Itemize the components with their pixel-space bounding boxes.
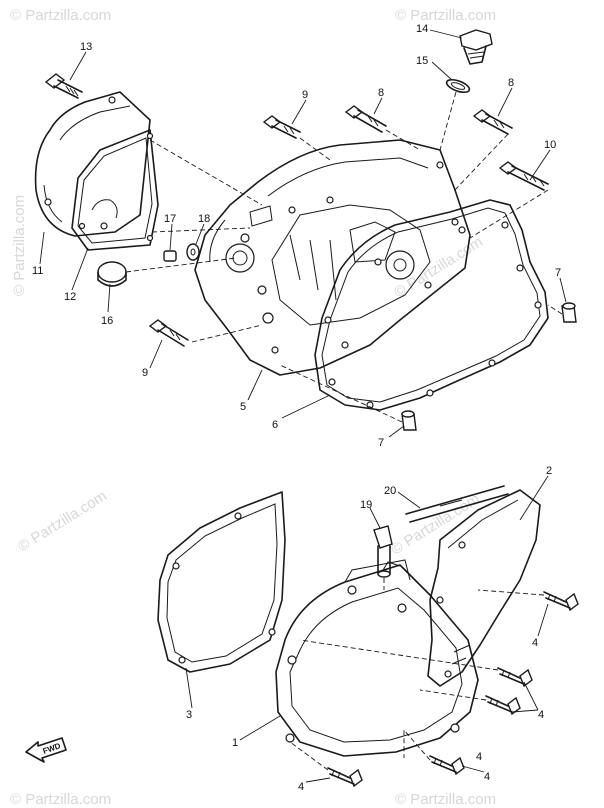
part-7-dowel-pin [401, 410, 417, 431]
part-15-o-ring [445, 78, 471, 94]
callout-labels: 13 14 15 8 8 9 10 7 7 6 5 9 16 12 11 17 … [32, 23, 561, 793]
part-16-cap [97, 261, 127, 287]
callout-label: 9 [142, 367, 148, 379]
callout-label: 4 [538, 709, 544, 721]
callout-label: 17 [164, 213, 176, 225]
part-3-gasket [157, 491, 286, 673]
callout-label: 13 [80, 41, 92, 53]
part-13-bolt [44, 73, 83, 99]
callout-label: 4 [484, 771, 490, 783]
part-18-washer [186, 243, 200, 261]
callout-label: 11 [32, 265, 43, 277]
callout-label: 12 [64, 291, 76, 303]
watermark: © Partzilla.com [10, 791, 111, 808]
part-19-fitting [373, 525, 393, 578]
callout-label: 4 [298, 781, 304, 793]
part-17-nut [163, 250, 177, 262]
watermark: © Partzilla.com [10, 7, 111, 24]
watermark: © Partzilla.com [388, 490, 483, 558]
part-5-crankcase-cover [194, 139, 471, 376]
callout-label: 15 [416, 55, 428, 67]
alignment-lines-top [125, 91, 563, 423]
part-4-bolt [429, 755, 465, 776]
part-4-bolt [543, 591, 579, 612]
callout-label: 9 [302, 89, 308, 101]
part-8-bolt [472, 109, 513, 135]
part-1-clutch-cover [275, 559, 479, 757]
part-4-bolt [485, 695, 521, 716]
watermark: © Partzilla.com [395, 791, 496, 808]
part-11-small-cover [34, 91, 151, 237]
callout-label: 4 [532, 637, 538, 649]
part-4-bolt [327, 767, 363, 788]
callout-label: 8 [508, 77, 514, 89]
callout-label: 5 [240, 401, 246, 413]
part-14-filler-plug [459, 29, 493, 65]
callout-label: 7 [378, 437, 384, 449]
part-12-gasket [71, 129, 159, 251]
part-20-tube [405, 485, 509, 523]
callout-label: 20 [384, 485, 396, 497]
part-4-bolt [497, 667, 533, 688]
watermark: © Partzilla.com [15, 487, 110, 555]
callout-label: 10 [544, 139, 556, 151]
watermark: © Partzilla.com [11, 195, 28, 296]
callout-label: 4 [476, 751, 482, 763]
callout-label: 18 [198, 213, 210, 225]
callout-label: 8 [378, 87, 384, 99]
callout-label: 3 [186, 709, 192, 721]
part-7-dowel-pin [561, 302, 577, 323]
part-9-bolt [262, 115, 301, 139]
callout-leaders [39, 29, 567, 783]
callout-label: 2 [546, 465, 552, 477]
callout-label: 6 [272, 419, 278, 431]
watermark-layer: © Partzilla.com © Partzilla.com © Partzi… [10, 7, 496, 808]
part-10-bolt [498, 161, 549, 191]
fwd-arrow-icon: FWD [25, 737, 67, 763]
alignment-lines-bottom [289, 578, 545, 771]
callout-label: 1 [232, 737, 238, 749]
callout-label: 16 [101, 315, 113, 327]
callout-label: 14 [416, 23, 428, 35]
callout-label: 7 [555, 267, 561, 279]
watermark: © Partzilla.com [395, 7, 496, 24]
part-8-bolt [344, 105, 387, 133]
part-9-bolt [148, 319, 189, 347]
callout-label: 19 [360, 499, 372, 511]
part-2-outer-cover [427, 489, 541, 687]
